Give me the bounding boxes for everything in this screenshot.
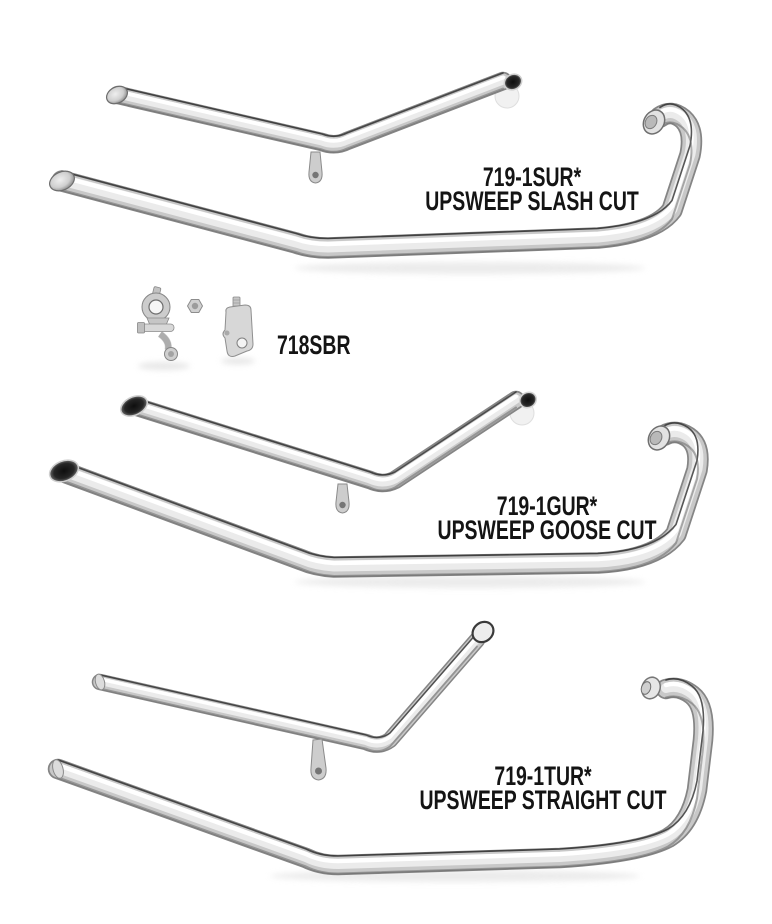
- label-bracket-kit: 718SBR: [277, 330, 351, 360]
- floor-shadow: [295, 576, 645, 588]
- slash-cut-tip-front: [105, 85, 129, 105]
- photo-slash-cut-pipe-set: [49, 71, 691, 274]
- photo-goose-cut-pipe-set: [48, 389, 698, 588]
- photo-straight-cut-pipe-set: [51, 620, 704, 882]
- hex-nut: [186, 299, 204, 313]
- label-goose-cut: 719-1GUR* UPSWEEP GOOSE CUT: [437, 491, 657, 545]
- floor-shadow: [221, 357, 255, 365]
- front-pipe: [118, 73, 503, 152]
- header-flange-cap: [642, 109, 666, 135]
- part-number: 719-1SUR*: [482, 162, 582, 192]
- port-opening: [503, 73, 523, 91]
- part-number: 719-1TUR*: [494, 761, 592, 791]
- goose-cut-tip-rear: [48, 459, 80, 483]
- part-description: UPSWEEP STRAIGHT CUT: [419, 785, 667, 815]
- front-pipe: [100, 633, 477, 751]
- goose-cut-tip-front: [120, 395, 148, 417]
- straight-cut-tip-front: [94, 673, 106, 691]
- port-opening: [518, 391, 538, 409]
- port-opening-ring: [471, 620, 495, 644]
- part-description: UPSWEEP GOOSE CUT: [437, 515, 657, 545]
- support-plate: [222, 296, 254, 357]
- label-straight-cut: 719-1TUR* UPSWEEP STRAIGHT CUT: [419, 761, 667, 815]
- mounting-tab: [308, 151, 323, 184]
- mounting-tab: [335, 483, 350, 514]
- part-number: 718SBR: [277, 330, 351, 360]
- front-pipe: [134, 392, 516, 491]
- part-number: 719-1GUR*: [496, 491, 598, 521]
- header-flange-cap: [647, 425, 671, 451]
- floor-shadow: [295, 262, 645, 274]
- pipe-clamp: [137, 286, 178, 361]
- header-slip-cap: [640, 676, 662, 700]
- floor-shadow: [138, 362, 190, 370]
- photo-bracket-kit: [137, 286, 255, 370]
- slash-cut-tip-rear: [49, 170, 75, 192]
- mounting-tab: [310, 738, 327, 781]
- part-description: UPSWEEP SLASH CUT: [425, 186, 639, 216]
- label-slash-cut: 719-1SUR* UPSWEEP SLASH CUT: [425, 162, 639, 216]
- straight-cut-tip-rear: [52, 759, 64, 779]
